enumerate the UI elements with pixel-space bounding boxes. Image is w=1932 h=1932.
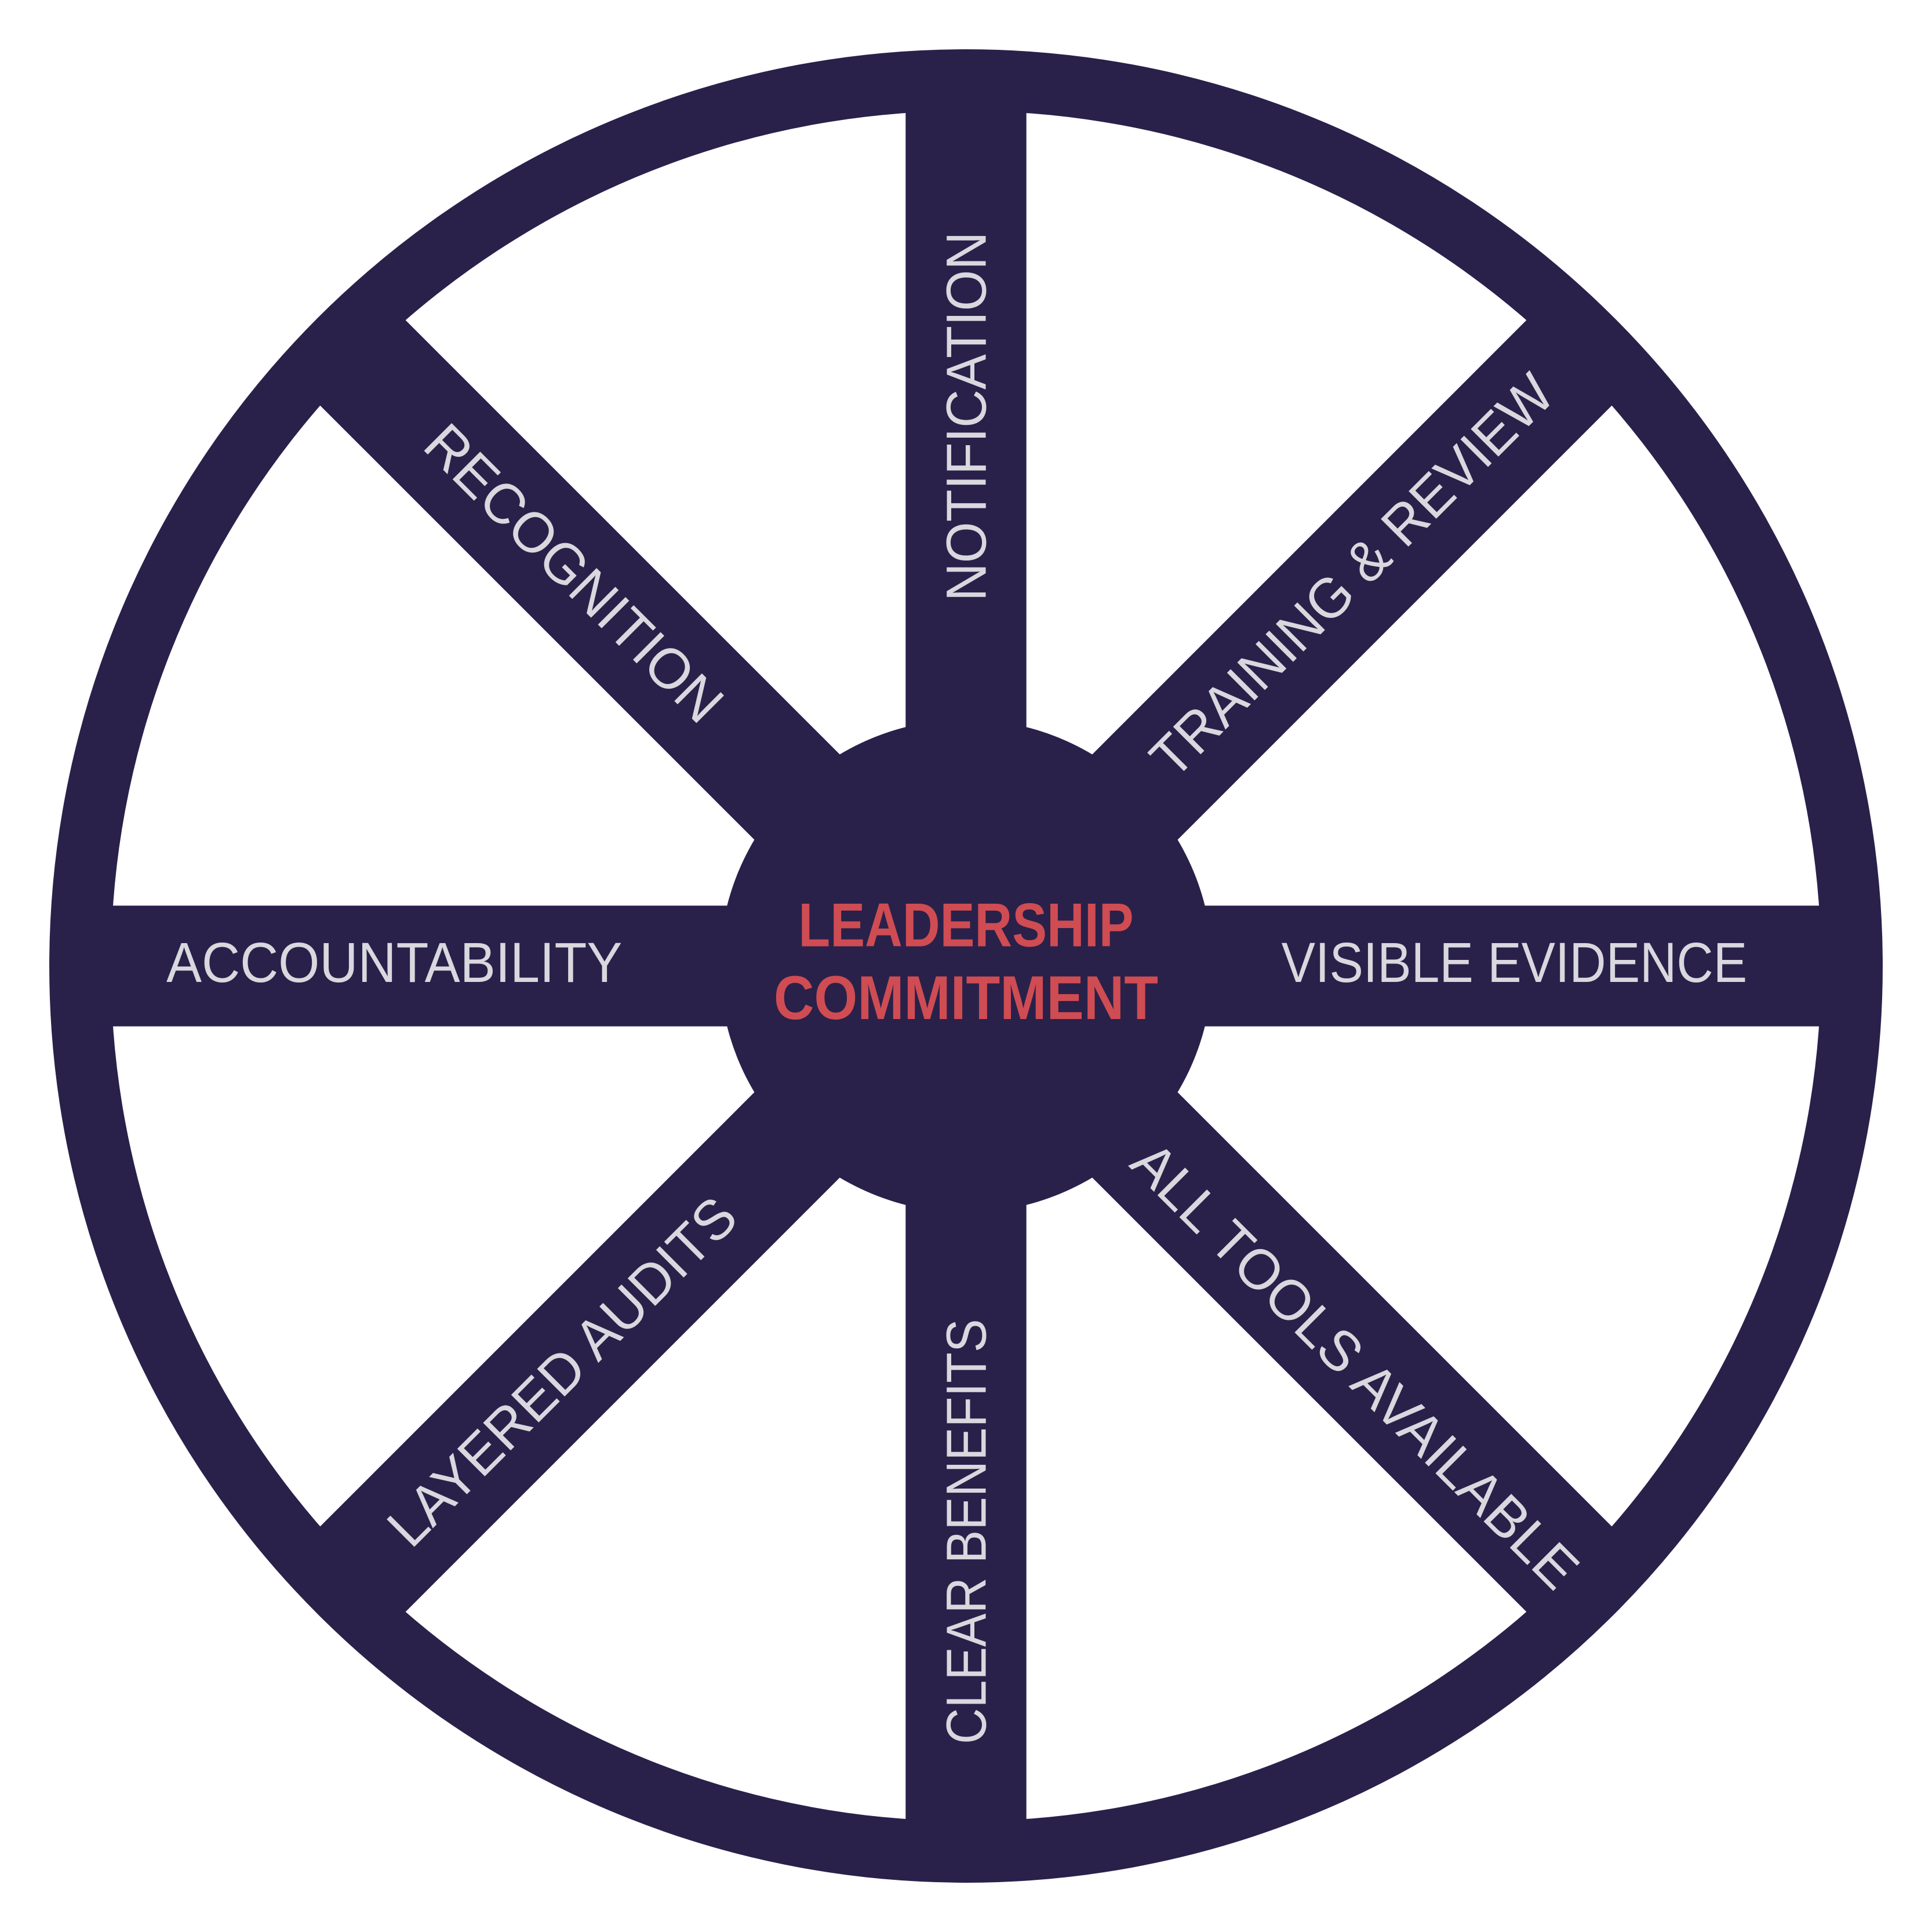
spoke-label-recognition: RECOGNITION: [412, 411, 736, 735]
wheel-hub: [719, 719, 1213, 1213]
spoke-label-clear-benefits: CLEAR BENEFITS: [934, 1319, 998, 1744]
hub-title-line1: LEADERSHIP: [798, 890, 1133, 959]
hub-title-line2: COMMITMENT: [774, 963, 1158, 1032]
spoke-label-all-tools-available: ALL TOOLS AVAILABLE: [1119, 1129, 1591, 1601]
spoke-label-visible-evidence: VISIBLE EVIDENCE: [1282, 930, 1747, 994]
spoke-label-layered-audits: LAYERED AUDITS: [374, 1184, 749, 1559]
spoke-label-training-review: TRAINING & REVIEW: [1137, 361, 1566, 789]
wheel-structure: [49, 49, 1883, 1883]
spoke-label-notification: NOTIFICATION: [934, 232, 998, 602]
spoke-label-accountability: ACCOUNTABILITY: [166, 930, 622, 994]
wheel-rim: [49, 49, 1883, 1883]
